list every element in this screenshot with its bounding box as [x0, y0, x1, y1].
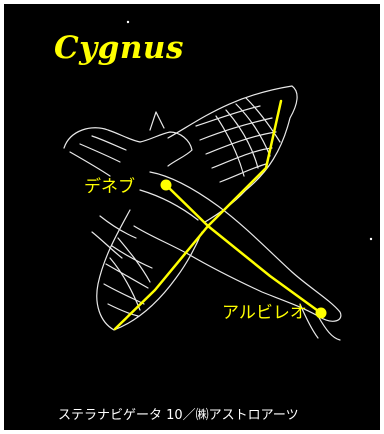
constellation-title: Cygnus: [54, 30, 184, 66]
background-star: [127, 21, 129, 23]
star-deneb: [161, 180, 172, 191]
star-label-albireo: アルビレオ: [222, 298, 307, 323]
star-albireo: [316, 308, 327, 319]
constellation-lines: [115, 101, 321, 329]
credit-text: ステラナビゲータ 10／㈱アストロアーツ: [58, 404, 299, 423]
star-label-deneb: デネブ: [84, 172, 135, 197]
background-star: [370, 238, 372, 240]
